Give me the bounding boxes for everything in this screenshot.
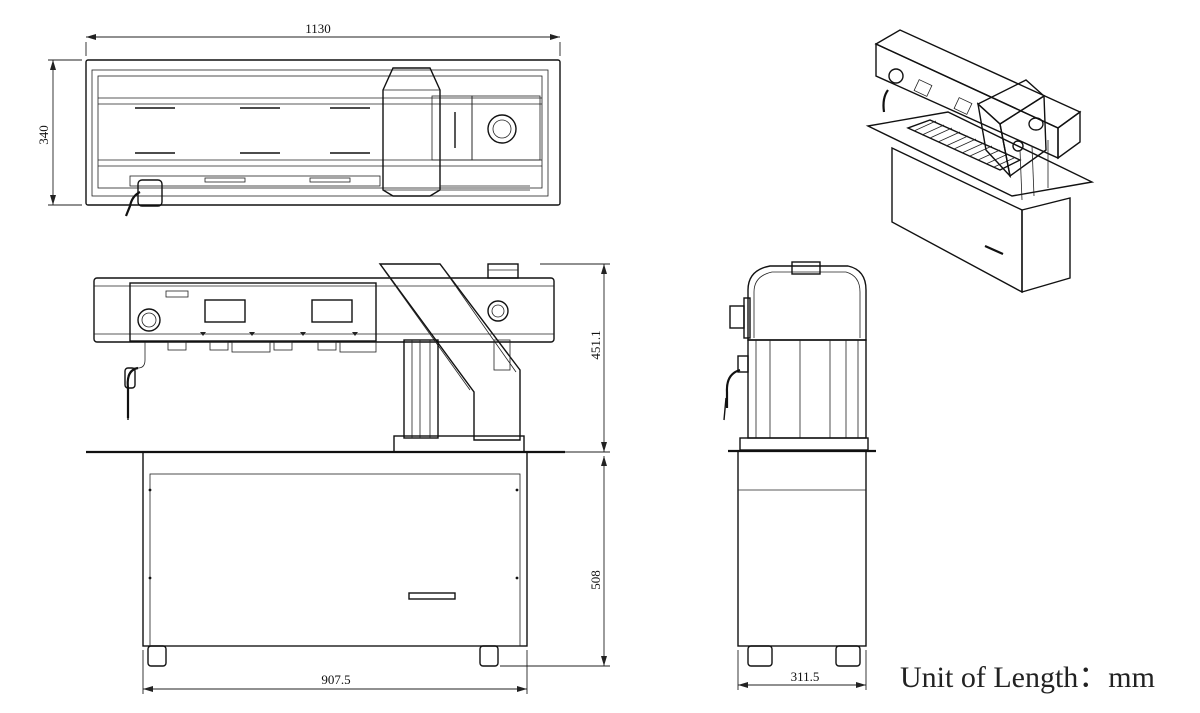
dim-front-lower: 508 — [500, 456, 610, 667]
dim-front-base: 907.5 — [142, 650, 528, 694]
dim-label-311: 311.5 — [791, 669, 820, 684]
dim-top-width: 1130 — [85, 21, 561, 56]
side-view — [723, 261, 876, 667]
dim-label-508: 508 — [588, 570, 603, 590]
top-view — [85, 59, 561, 217]
dim-label-451: 451.1 — [588, 330, 603, 359]
unit-label: Unit of Length：mm — [900, 661, 1155, 694]
front-view — [86, 263, 565, 667]
isometric-view — [865, 29, 1095, 294]
dim-label-340: 340 — [36, 125, 51, 145]
dim-front-upper: 451.1 — [540, 263, 610, 453]
dim-label-1130: 1130 — [305, 21, 331, 36]
dim-label-907: 907.5 — [321, 672, 350, 687]
dim-top-depth: 340 — [36, 59, 82, 206]
dim-side-base: 311.5 — [737, 650, 867, 690]
